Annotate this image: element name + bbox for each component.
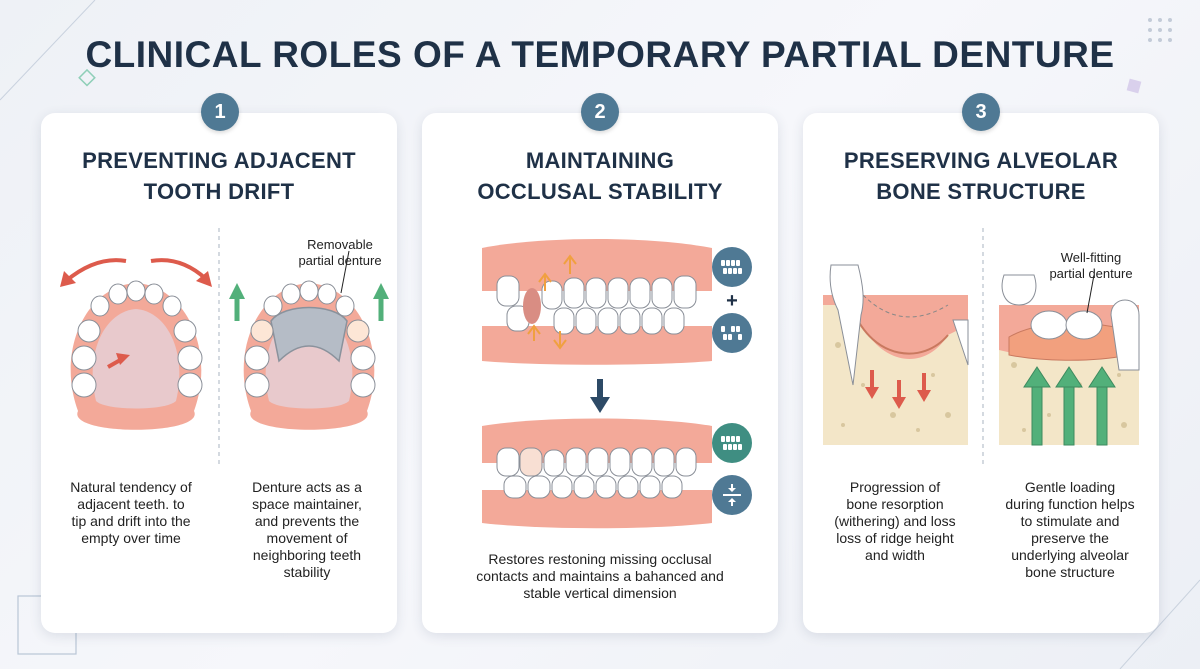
step-badge-2: 2 [581, 93, 619, 131]
step-badge-1: 1 [201, 93, 239, 131]
teeth-bite-icon [712, 423, 752, 463]
card-3-title: PRESERVING ALVEOLAR BONE STRUCTURE [843, 148, 1119, 204]
occlusion-after-illustration [482, 418, 712, 529]
arch-denture-illustration [229, 250, 389, 430]
occlusion-before-illustration [482, 239, 712, 365]
step-badge-3: 3 [962, 93, 1000, 131]
bone-preserved-illustration [999, 274, 1140, 446]
teeth-gap-icon [712, 313, 752, 353]
divider-line [218, 228, 220, 468]
plus-sign: + [726, 290, 738, 312]
down-arrow-icon [590, 379, 610, 413]
caption-gentle-loading: Gentle loading during function helps to … [1005, 479, 1135, 580]
denture-callout-label: Removable partial denture [298, 237, 382, 268]
card-occlusal-stability: MAINTAINING OCCLUSAL STABILITY [422, 113, 778, 633]
card-bone-preservation: PRESERVING ALVEOLAR BONE STRUCTURE [803, 113, 1159, 633]
denture-callout-label: Well-fitting partial denture [1049, 250, 1133, 281]
card-preventing-drift: PREVENTING ADJACENT TOOTH DRIFT [41, 113, 397, 633]
vertical-dimension-icon [712, 475, 752, 515]
caption-space-maintainer: Denture acts as a space maintainer, and … [252, 479, 362, 580]
card-2-title: MAINTAINING OCCLUSAL STABILITY [477, 148, 723, 204]
caption-natural-drift: Natural tendency of adjacent teeth. to t… [70, 479, 192, 546]
caption-bone-resorption: Progression of bone resorption (witherin… [834, 479, 956, 563]
page-title: CLINICAL ROLES OF A TEMPORARY PARTIAL DE… [85, 34, 1115, 75]
card-1-title: PREVENTING ADJACENT TOOTH DRIFT [82, 148, 356, 204]
arch-drift-illustration [60, 258, 212, 430]
teeth-row-icon [712, 247, 752, 287]
caption-occlusal-stability: Restores restoning missing occlusal cont… [476, 551, 724, 601]
divider-line [982, 228, 984, 468]
bone-resorption-illustration [823, 264, 969, 445]
